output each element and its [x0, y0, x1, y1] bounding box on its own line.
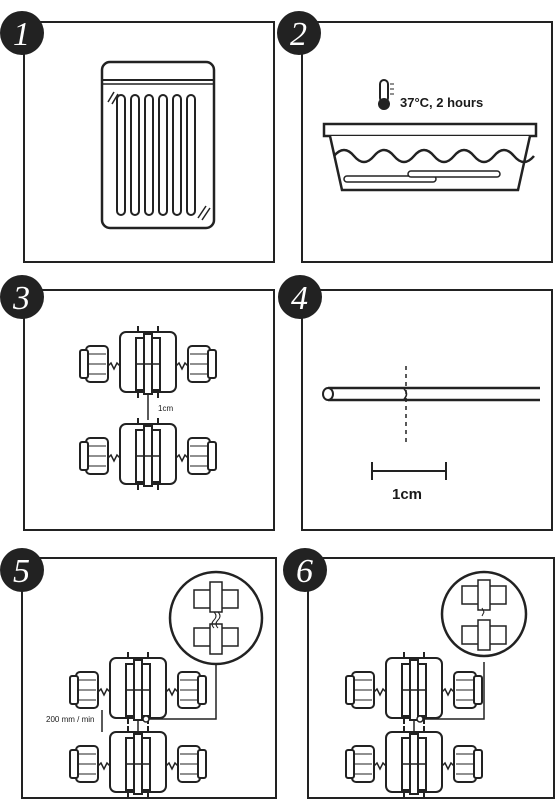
step-badge-3: 3	[0, 275, 44, 319]
zoom-inset	[440, 570, 528, 658]
step-number-6: 6	[296, 553, 313, 590]
water-bath-icon	[322, 122, 538, 192]
step-badge-2: 2	[277, 11, 321, 55]
step-number-1: 1	[13, 16, 30, 53]
sample-bag-icon	[100, 60, 216, 230]
thermometer-icon	[378, 79, 394, 110]
step-number-5: 5	[13, 553, 30, 590]
zoom-inset	[168, 570, 264, 666]
step-badge-6: 6	[283, 548, 327, 592]
specimen-strips	[116, 94, 196, 216]
step-3-panel: 1cm	[23, 289, 275, 531]
step-badge-1: 1	[0, 11, 44, 55]
step-number-3: 3	[12, 280, 30, 317]
step-1-panel	[23, 21, 275, 263]
step-number-4: 4	[291, 280, 308, 317]
speed-label: 200 mm / min	[46, 715, 94, 724]
step-4-panel: 1cm	[301, 289, 553, 531]
gap-label: 1cm	[158, 404, 173, 413]
step-6-panel	[307, 557, 555, 799]
step-number-2: 2	[290, 16, 307, 53]
zoom-callout-line	[420, 662, 485, 720]
step-badge-4: 4	[278, 275, 322, 319]
step-3-frame	[23, 289, 275, 531]
scale-label: 1cm	[392, 486, 422, 503]
step-badge-5: 5	[0, 548, 44, 592]
step-4-frame	[301, 289, 553, 531]
step-5-panel: 200 mm / min	[21, 557, 277, 799]
scale-bar	[371, 462, 447, 480]
specimen-tube-icon	[322, 386, 540, 402]
step-2-panel: 37°C, 2 hours	[301, 21, 553, 263]
incubation-caption: 37°C, 2 hours	[400, 95, 483, 110]
zoom-callout-line	[146, 660, 217, 720]
